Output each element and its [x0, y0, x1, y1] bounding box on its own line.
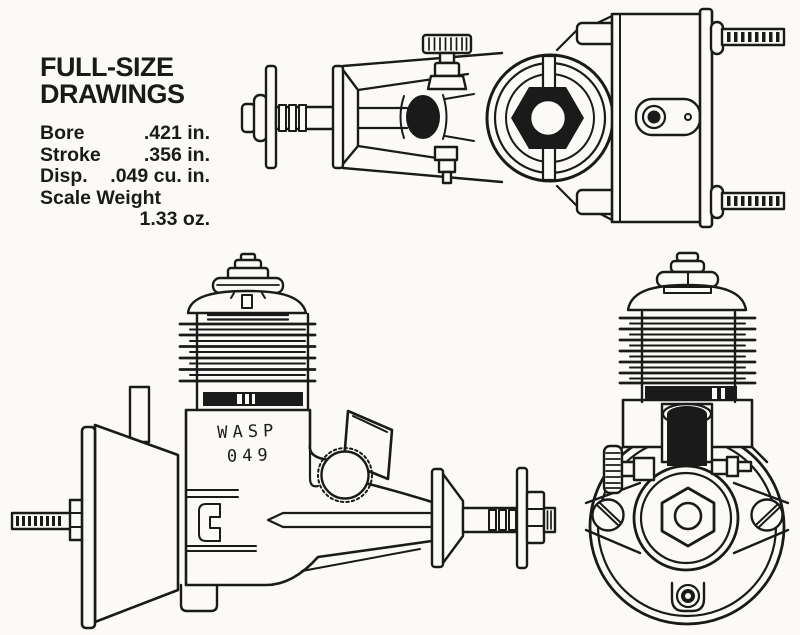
tab-screw-icon	[647, 110, 661, 124]
spraybar-end-top	[433, 145, 459, 185]
crankcase-side	[179, 408, 434, 613]
spec-row-displacement: Disp. .049 cu. in.	[40, 166, 210, 188]
fuel-tank-side	[80, 423, 180, 630]
crankshaft-line	[266, 511, 432, 529]
cylinder-rear	[618, 251, 757, 404]
tank-back-disc	[80, 425, 97, 630]
needle-valve-top	[421, 33, 473, 91]
spec-label: Disp.	[40, 165, 88, 188]
intake-port-top	[399, 93, 475, 142]
rear-view-drawing	[584, 251, 790, 626]
spec-value: 1.33 oz.	[139, 208, 210, 231]
cylinder-head-top	[485, 53, 615, 183]
engine-label: WASP 049	[217, 421, 279, 467]
spec-row-stroke: Stroke .356 in.	[40, 143, 210, 167]
prop-nut-side	[525, 490, 546, 545]
mounting-bolt-upper	[720, 27, 786, 47]
mounting-lug-bottom	[575, 188, 617, 216]
spec-row-weight: Scale Weight	[40, 186, 210, 210]
spec-value: .049 cu. in.	[110, 165, 210, 188]
cylinder-dome-rear	[626, 283, 748, 312]
prop-shaft-top	[240, 64, 360, 170]
crankcase-rear	[606, 398, 769, 466]
mount-screw-left	[591, 498, 625, 532]
mount-screw-right	[750, 498, 784, 532]
needle-valve-knob-icon	[421, 33, 473, 55]
drive-hub-flange-top	[331, 64, 345, 170]
prop-washer-side	[515, 466, 529, 570]
page-title-line1: FULL-SIZE	[40, 52, 174, 82]
spec-value: .356 in.	[143, 143, 210, 166]
spec-row-bore: Bore .421 in.	[40, 122, 210, 145]
lower-mount-stub	[179, 583, 219, 613]
drive-hub-flange-side	[430, 467, 445, 569]
backplate-top	[698, 7, 714, 229]
bottom-bolt-hole	[670, 581, 706, 613]
glow-plug-rear	[655, 251, 720, 289]
spec-row-weight-value: 1.33 oz.	[40, 209, 210, 231]
spec-label: Bore	[40, 122, 85, 144]
mounting-bolt-lower	[720, 191, 786, 211]
mounting-lug-top	[575, 21, 617, 46]
prop-washer-top	[264, 64, 278, 170]
spec-table: Bore .421 in. Stroke .356 in. Disp. .049…	[40, 122, 210, 231]
needle-knob-side	[320, 450, 370, 500]
rear-mounting-bolt	[10, 498, 86, 542]
carburetor-side	[317, 409, 394, 503]
fuel-tank-top	[555, 7, 786, 229]
engine-brand-label: WASP	[217, 421, 279, 443]
cylinder-side	[178, 252, 317, 412]
top-view-drawing	[240, 7, 786, 229]
prop-nut-hex-rear	[660, 486, 716, 548]
side-view-drawing: WASP 049	[10, 252, 557, 630]
spec-label: Scale Weight	[40, 186, 162, 209]
spec-label: Stroke	[40, 143, 101, 166]
title-block: FULL-SIZE DRAWINGS	[40, 54, 185, 108]
spec-value: .421 in.	[143, 122, 210, 144]
spraybar-end-rear	[710, 455, 753, 478]
glow-plug-side	[211, 252, 285, 295]
upper-mount-stub	[128, 385, 151, 444]
prop-shaft-side	[430, 466, 557, 570]
page-title-line2: DRAWINGS	[40, 79, 185, 109]
venturi-cutaway-detail	[185, 489, 257, 552]
needle-valve-rear	[602, 444, 656, 495]
engine-displacement-label: 049	[227, 445, 273, 467]
